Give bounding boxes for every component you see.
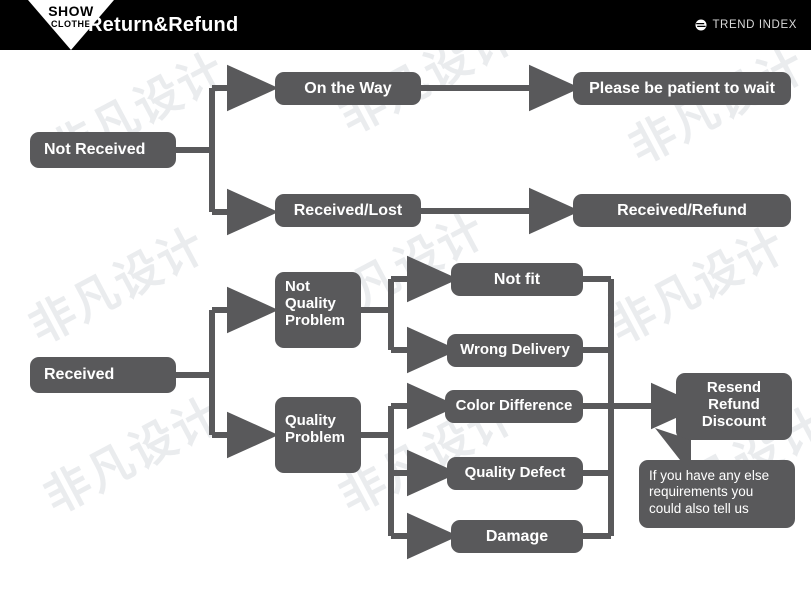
node-not-fit[interactable]: Not fit — [451, 263, 583, 296]
node-received[interactable]: Received — [30, 357, 176, 393]
node-label-line-1: Quality — [285, 412, 336, 429]
trend-index-brand: TREND INDEX — [695, 0, 797, 50]
page-header: SHOW CLOTHE Return&Refund TREND INDEX — [0, 0, 811, 50]
node-label-line-2: Problem — [285, 428, 346, 446]
node-label: Received — [44, 366, 115, 384]
node-not-received[interactable]: Not Received — [30, 132, 176, 168]
node-label: On the Way — [304, 79, 392, 97]
node-not-quality-problem[interactable]: Not Quality Problem — [275, 272, 361, 348]
callout-note: If you have any else requirements you co… — [639, 460, 795, 528]
triangle-logo-icon — [28, 0, 114, 50]
node-label: Wrong Delivery — [460, 341, 570, 359]
node-please-be-patient[interactable]: Please be patient to wait — [573, 72, 791, 105]
node-on-the-way[interactable]: On the Way — [275, 72, 421, 105]
brand-label: TREND INDEX — [712, 19, 797, 31]
node-label-line-2: Quality — [285, 294, 336, 312]
node-label: Quality Defect — [464, 464, 566, 482]
node-label: Received/Refund — [617, 201, 747, 219]
node-label-line-3: Discount — [701, 412, 767, 430]
node-label: Please be patient to wait — [589, 79, 775, 97]
node-label-line-1: Not — [285, 278, 310, 295]
node-label: Not Received — [44, 141, 146, 159]
page-title: Return&Refund — [88, 14, 239, 36]
node-label: Damage — [485, 527, 549, 545]
callout-text: If you have any else requirements you co… — [649, 468, 770, 516]
node-label: Received/Lost — [293, 201, 403, 219]
node-received-lost[interactable]: Received/Lost — [275, 194, 421, 227]
node-label-line-1: Resend — [706, 379, 762, 396]
node-label: Not fit — [493, 270, 541, 288]
connector-lines — [176, 64, 703, 560]
node-damage[interactable]: Damage — [451, 520, 583, 553]
diagram-canvas: Not Received On the Way Please be patien… — [0, 50, 811, 605]
globe-icon — [695, 19, 707, 31]
node-quality-problem[interactable]: Quality Problem — [275, 397, 361, 473]
node-label-line-2: Refund — [708, 395, 760, 413]
node-wrong-delivery[interactable]: Wrong Delivery — [447, 334, 583, 367]
node-color-difference[interactable]: Color Difference — [445, 390, 583, 423]
node-quality-defect[interactable]: Quality Defect — [447, 457, 583, 490]
node-received-refund[interactable]: Received/Refund — [573, 194, 791, 227]
node-label: Color Difference — [455, 397, 573, 415]
node-label-line-3: Problem — [285, 311, 346, 329]
